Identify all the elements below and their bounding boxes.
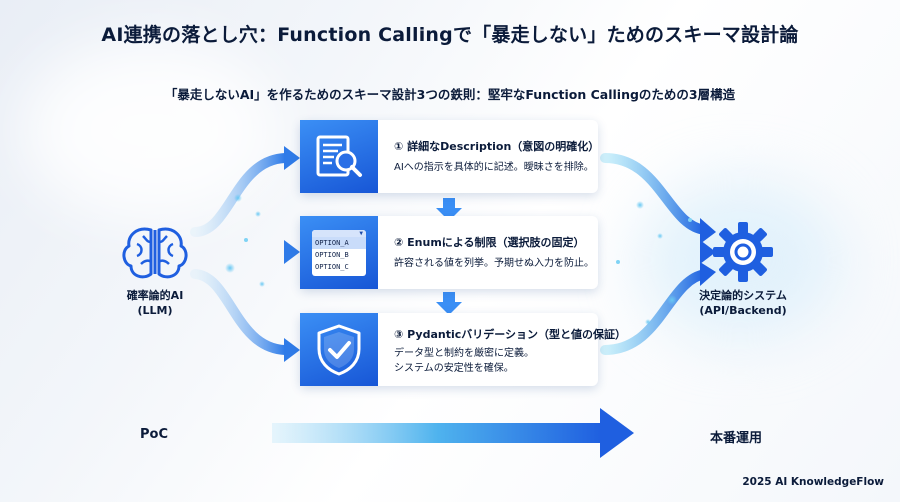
card-icon-box: [300, 313, 378, 386]
step-arrow-1: [436, 198, 462, 221]
left-node-subtitle: (LLM): [137, 304, 173, 317]
phase-end-label: 本番運用: [710, 431, 763, 446]
phase-start-label: PoC: [140, 427, 168, 442]
card-icon-box: [300, 120, 378, 193]
progress-arrow: [272, 408, 634, 458]
dropdown-caret-icon: ▼: [359, 229, 363, 237]
input-arrow-middle: [190, 240, 300, 264]
card-description-line: システムの安定性を確保。: [394, 363, 514, 374]
card-heading: ② Enumによる制限（選択肢の固定）: [394, 236, 585, 249]
card-enum: ▼ OPTION_A OPTION_B OPTION_C ② Enumによる制限…: [300, 216, 598, 289]
input-arrow-bottom: [190, 269, 300, 362]
option-item: OPTION_B: [315, 250, 349, 259]
card-description-text: データ型と制約を厳密に定義。 システムの安定性を確保。: [394, 346, 534, 376]
option-item: OPTION_C: [315, 262, 349, 271]
particle-dots: [225, 194, 692, 325]
card-heading: ③ Pydanticバリデーション（型と値の保証）: [394, 328, 627, 341]
card-description-line: 許容される値を列挙。予期せぬ入力を防止。: [394, 258, 594, 269]
option-item: OPTION_A: [312, 236, 366, 249]
card-description: ① 詳細なDescription（意図の明確化） AIへの指示を具体的に記述。曖…: [300, 120, 600, 193]
footer-credit: 2025 AI KnowledgeFlow: [742, 476, 884, 488]
card-pydantic: ③ Pydanticバリデーション（型と値の保証） データ型と制約を厳密に定義。…: [300, 313, 626, 386]
gear-icon: [713, 222, 773, 282]
card-description-line: AIへの指示を具体的に記述。曖昧さを排除。: [394, 162, 594, 173]
output-arrow-bottom: [600, 262, 716, 355]
brain-icon: [122, 227, 188, 279]
right-node-label: 決定論的システム (API/Backend): [688, 288, 798, 318]
output-arrow-middle: [600, 240, 716, 264]
left-node-title: 確率論的AI: [126, 289, 184, 302]
option-list-icon: ▼ OPTION_A OPTION_B OPTION_C: [312, 229, 366, 276]
card-description-text: AIへの指示を具体的に記述。曖昧さを排除。: [394, 160, 594, 175]
card-icon-box: ▼ OPTION_A OPTION_B OPTION_C: [300, 216, 378, 289]
left-node-label: 確率論的AI (LLM): [110, 288, 200, 318]
output-arrow-top: [600, 153, 716, 244]
card-heading: ① 詳細なDescription（意図の明確化）: [394, 140, 600, 153]
card-description-text: 許容される値を列挙。予期せぬ入力を防止。: [394, 256, 594, 271]
right-node-title: 決定論的システム: [699, 289, 787, 302]
step-arrow-2: [436, 292, 462, 315]
document-search-icon: [316, 135, 362, 177]
card-description-line: データ型と制約を厳密に定義。: [394, 348, 534, 359]
right-node-subtitle: (API/Backend): [699, 304, 787, 317]
page-title: AI連携の落とし穴：Function Callingで「暴走しない」ためのスキー…: [101, 24, 799, 46]
shield-check-icon: [317, 324, 361, 375]
input-arrow-top: [190, 146, 300, 237]
page-subtitle: 「暴走しないAI」を作るためのスキーマ設計3つの鉄則：堅牢なFunction C…: [164, 87, 736, 102]
